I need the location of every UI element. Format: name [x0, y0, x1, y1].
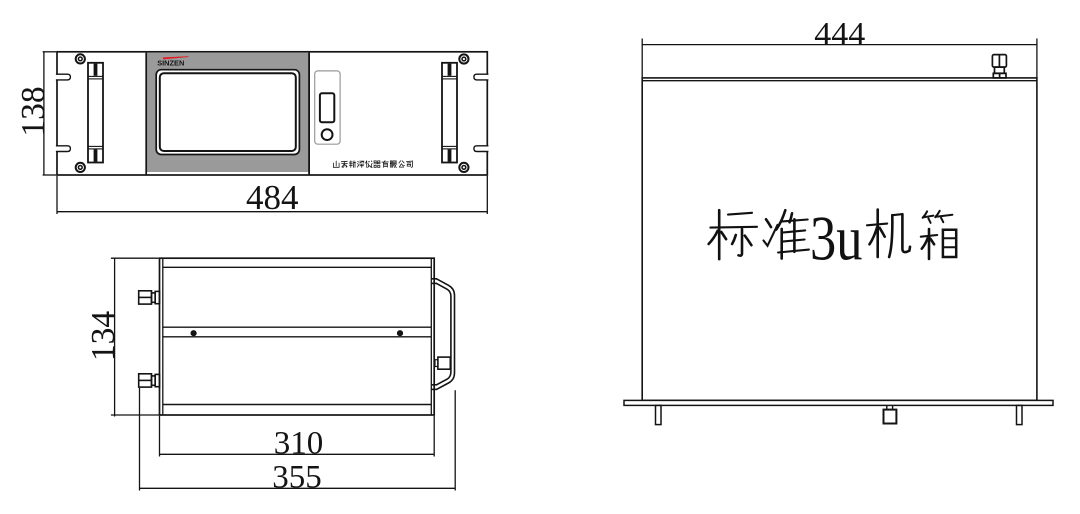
- svg-text:138: 138: [15, 86, 52, 136]
- svg-text:134: 134: [85, 311, 122, 362]
- svg-text:444: 444: [814, 16, 865, 53]
- svg-text:355: 355: [272, 460, 322, 496]
- svg-text:3u: 3u: [810, 203, 863, 274]
- svg-text:SINZEN: SINZEN: [157, 59, 184, 68]
- svg-text:484: 484: [246, 178, 299, 217]
- svg-text:310: 310: [274, 425, 324, 461]
